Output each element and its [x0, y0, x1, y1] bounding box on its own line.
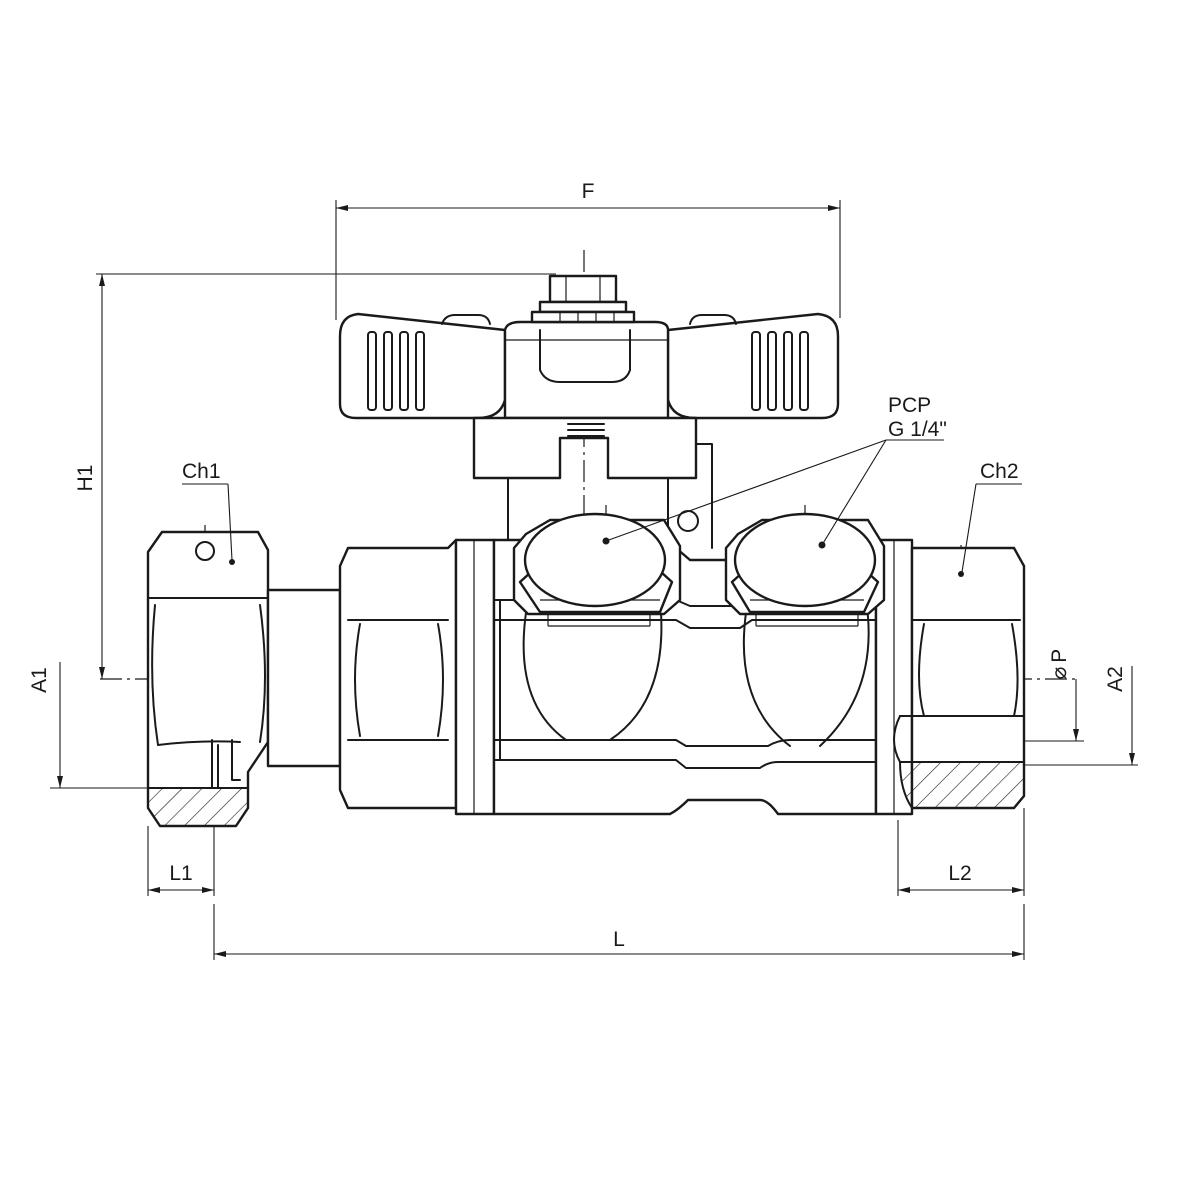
- callout-pcp: PCP G 1/4": [605, 394, 947, 546]
- callout-label-ch2: Ch2: [980, 460, 1019, 483]
- dim-label-L1: L1: [169, 862, 192, 885]
- dim-label-F: F: [582, 180, 595, 203]
- pcp-plug-right: [724, 512, 886, 627]
- dim-label-L2: L2: [948, 862, 971, 885]
- dimension-L1: L1: [147, 826, 215, 896]
- handle-grip-ribs-left: [367, 331, 425, 411]
- dimension-A2: A2: [1024, 666, 1138, 766]
- dimension-L2: L2: [897, 808, 1025, 896]
- handle-grip-ribs-right: [751, 331, 809, 411]
- dimension-H1: H1: [74, 273, 556, 679]
- left-union-nut: [146, 530, 270, 828]
- callout-label-thread: G 1/4": [888, 418, 947, 441]
- diameter-symbol: ⌀: [1048, 667, 1071, 680]
- dim-label-L: L: [613, 928, 625, 951]
- dim-label-P: P: [1048, 649, 1071, 663]
- dim-label-A1: A1: [28, 667, 51, 693]
- callout-ch1: Ch1: [182, 460, 235, 565]
- callout-ch2: Ch2: [958, 460, 1022, 577]
- callout-label-ch1: Ch1: [182, 460, 221, 483]
- dimension-F: F: [335, 180, 841, 320]
- tail-pipe: [266, 588, 342, 768]
- dimension-L: L: [213, 904, 1025, 960]
- stem-nut: [530, 274, 636, 324]
- butterfly-handle: [338, 274, 840, 549]
- dim-label-H1: H1: [74, 465, 97, 492]
- pcp-plug-left: [512, 512, 682, 627]
- callout-label-pcp: PCP: [888, 394, 931, 417]
- valve-body: [338, 538, 1026, 816]
- svg-text:⌀P: ⌀P: [1048, 649, 1071, 680]
- dimension-A1: A1: [28, 662, 148, 789]
- dim-label-A2: A2: [1104, 666, 1127, 692]
- dimension-P: ⌀P: [1024, 649, 1084, 742]
